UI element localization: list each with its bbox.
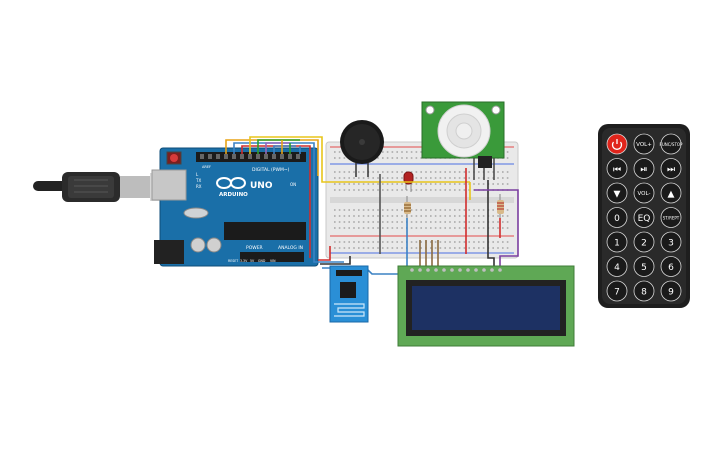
remote-button[interactable]: ▼: [606, 182, 628, 204]
lcd-screen: [412, 286, 560, 330]
remote-button-label: ⏭: [667, 165, 675, 175]
remote-button[interactable]: EQ: [633, 207, 655, 228]
arduino-brand: ARDUINO: [219, 192, 248, 198]
remote-button[interactable]: 5: [633, 256, 655, 277]
remote-button-label: 6: [668, 263, 674, 273]
remote-button[interactable]: 0: [606, 207, 628, 228]
remote-button-label: 1: [614, 239, 620, 249]
remote-button[interactable]: 8: [633, 280, 655, 302]
digital-header-pins: [200, 154, 300, 159]
remote-button-label: VOL-: [638, 191, 651, 197]
remote-button-label: ⏮: [613, 165, 621, 175]
breadboard: [325, 141, 519, 259]
remote-button[interactable]: 9: [660, 280, 682, 302]
remote-button[interactable]: ⏯: [633, 158, 655, 179]
digital-label: DIGITAL (PWM~): [252, 167, 290, 173]
remote-button[interactable]: VOL+: [633, 133, 655, 155]
remote-button[interactable]: 2: [633, 231, 655, 253]
remote-button-label: 0: [614, 214, 620, 224]
remote-button-label: ⏯: [640, 165, 647, 175]
remote-button-label: 2: [641, 239, 647, 249]
remote-button[interactable]: ST/REPT: [660, 207, 682, 228]
remote-button[interactable]: ⏮: [606, 158, 628, 179]
gnd-label: GND: [258, 259, 266, 263]
vin-label: VIN: [270, 259, 276, 263]
piezo-buzzer: [340, 120, 384, 177]
remote-button-grid: VOL+ FUNC/STOP ⏮ ⏯ ⏭ ▼ VOL- ▲ 0 EQ ST/REPT 1 2 3 4 5 6 7 8…: [606, 133, 683, 302]
arduino-logo-icon: [216, 177, 246, 189]
arduino-model: UNO: [250, 181, 273, 191]
remote-button-label: ▼: [614, 190, 621, 200]
power-label: POWER: [246, 245, 263, 251]
remote-button[interactable]: FUNC/STOP: [660, 133, 683, 155]
on-label: ON: [290, 182, 296, 187]
remote-button-label: 8: [641, 288, 647, 298]
power-icon: [611, 139, 623, 150]
rx-label: RX: [196, 184, 202, 189]
remote-button-label: 7: [614, 288, 620, 298]
lcd-16x2-display: [397, 265, 575, 347]
remote-button[interactable]: ⏭: [660, 158, 682, 179]
remote-button[interactable]: 1: [606, 231, 628, 253]
pir-motion-sensor: [421, 101, 505, 180]
wires: [225, 136, 519, 275]
remote-button-label: FUNC/STOP: [660, 142, 683, 147]
l-led-label: L: [196, 172, 199, 177]
reset-pin-label: RESET: [228, 259, 238, 263]
atmega-chip: [224, 222, 306, 240]
resistor-2: [497, 194, 504, 218]
esp8266-wifi-module: [329, 265, 369, 323]
remote-button-label: 3: [668, 239, 674, 249]
arduino-uno-board: DIGITAL (PWM~) AREF TX RX L ARDUINO UNO …: [151, 147, 319, 267]
ir-remote-control: VOL+ FUNC/STOP ⏮ ⏯ ⏭ ▼ VOL- ▲ 0 EQ ST/REPT 1 2 3 4 5 6 7 8…: [598, 124, 690, 308]
red-led: [403, 171, 414, 192]
power-button[interactable]: [606, 133, 628, 155]
aref-label: AREF: [202, 165, 211, 169]
v5-label: 5V: [250, 259, 255, 263]
remote-button[interactable]: 3: [660, 231, 682, 253]
remote-button[interactable]: 6: [660, 256, 682, 277]
remote-button-label: 4: [614, 263, 620, 273]
remote-button-label: 5: [641, 263, 647, 273]
remote-button-label: VOL+: [636, 142, 652, 148]
remote-button[interactable]: 7: [606, 280, 628, 302]
analog-label: ANALOG IN: [278, 245, 303, 251]
v33-label: 3.3V: [240, 259, 248, 263]
resistor-1: [404, 196, 411, 218]
remote-button-label: ▲: [668, 190, 675, 200]
usb-cable: [33, 172, 164, 202]
remote-button[interactable]: 4: [606, 256, 628, 277]
remote-button[interactable]: VOL-: [633, 182, 655, 204]
remote-button[interactable]: ▲: [660, 182, 682, 204]
tx-label: TX: [195, 178, 201, 183]
remote-button-label: EQ: [638, 214, 651, 224]
remote-button-label: 9: [668, 288, 674, 298]
remote-button-label: ST/REPT: [663, 216, 680, 221]
